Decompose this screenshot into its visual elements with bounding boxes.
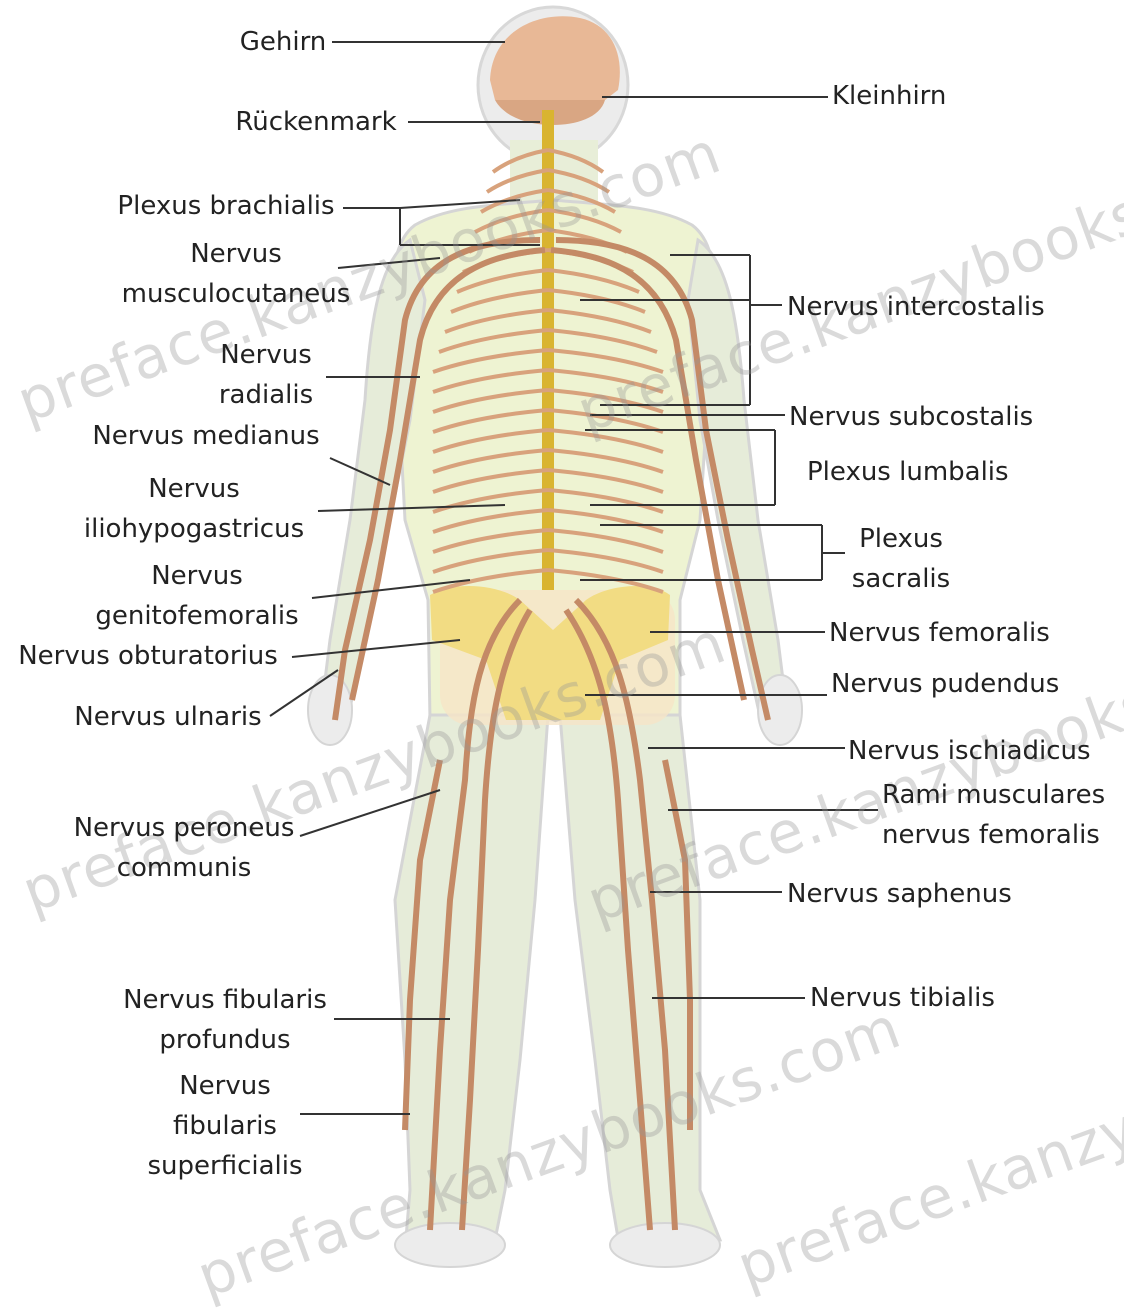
label-nervus-saphenus: Nervus saphenus <box>787 874 1012 914</box>
label-nervus-obturatorius: Nervus obturatorius <box>18 636 278 676</box>
label-nervus-subcostalis: Nervus subcostalis <box>789 397 1033 437</box>
label-nervus-peroneus-communis: Nervus peroneus communis <box>74 808 295 888</box>
label-nervus-intercostalis: Nervus intercostalis <box>787 287 1045 327</box>
label-nervus-musculocutaneus: Nervus musculocutaneus <box>122 234 351 314</box>
label-nervus-radialis: Nervus radialis <box>219 335 313 415</box>
label-nervus-medianus: Nervus medianus <box>92 416 319 456</box>
label-nervus-pudendus: Nervus pudendus <box>831 664 1059 704</box>
label-nervus-genitofemoralis: Nervus genitofemoralis <box>95 556 298 636</box>
label-nervus-femoralis: Nervus femoralis <box>829 613 1050 653</box>
label-plexus-lumbalis: Plexus lumbalis <box>807 452 1009 492</box>
label-nervus-ischiadicus: Nervus ischiadicus <box>848 731 1091 771</box>
label-nervus-fibularis-profundus: Nervus fibularis profundus <box>123 980 327 1060</box>
label-nervus-fibularis-superficialis: Nervus fibularis superficialis <box>147 1066 302 1186</box>
label-kleinhirn: Kleinhirn <box>832 76 946 116</box>
label-gehirn: Gehirn <box>240 22 327 62</box>
label-nervus-ulnaris: Nervus ulnaris <box>74 697 261 737</box>
label-nervus-iliohypogastricus: Nervus iliohypogastricus <box>84 469 304 549</box>
label-rami-musculares: Rami musculares nervus femoralis <box>882 775 1105 855</box>
label-plexus-sacralis: Plexus sacralis <box>852 519 950 599</box>
label-nervus-tibialis: Nervus tibialis <box>810 978 995 1018</box>
label-plexus-brachialis: Plexus brachialis <box>117 186 334 226</box>
label-rueckenmark: Rückenmark <box>235 102 396 142</box>
